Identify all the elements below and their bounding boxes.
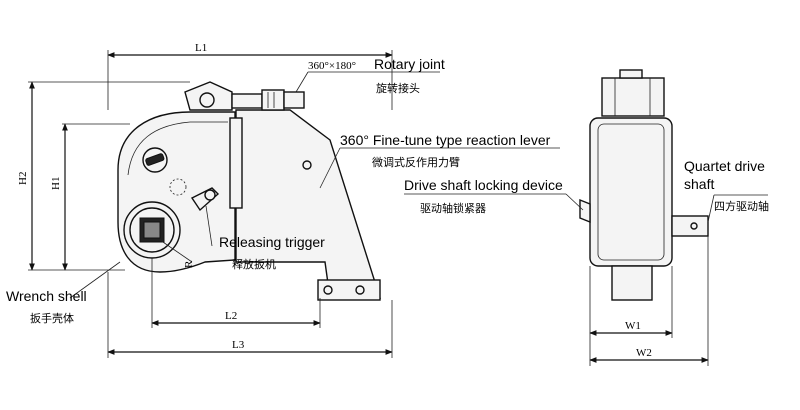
shell-knob bbox=[142, 147, 168, 173]
label-reaction-lever-cn: 微调式反作用力臂 bbox=[372, 155, 460, 169]
dim-l2: L2 bbox=[225, 310, 237, 322]
drive-socket bbox=[123, 201, 181, 259]
label-locking-device-cn: 驱动轴锁紧器 bbox=[420, 201, 486, 215]
label-releasing-trigger: Releasing trigger bbox=[219, 234, 325, 250]
label-quartet-drive-2: shaft bbox=[684, 176, 714, 192]
shell-shading bbox=[127, 121, 228, 176]
label-quartet-drive-1: Quartet drive bbox=[684, 158, 765, 174]
label-wrench-shell-cn: 扳手壳体 bbox=[30, 311, 74, 325]
dim-h2: H2 bbox=[17, 172, 29, 185]
releasing-trigger bbox=[190, 187, 220, 212]
front-view: W1 W2 Drive shaft locking device 驱动轴锁紧器 … bbox=[404, 69, 769, 366]
side-view: L1 H2 H1 L2 L3 R 360°×180° Rotary joint … bbox=[6, 42, 560, 358]
label-rotary-joint-angle: 360°×180° bbox=[308, 60, 356, 72]
dim-r: R bbox=[183, 260, 195, 268]
lever-hole-2 bbox=[355, 285, 365, 295]
reaction-lever-mount bbox=[229, 117, 243, 209]
front-body bbox=[589, 117, 673, 267]
lever-foot bbox=[317, 279, 381, 301]
dim-w2: W2 bbox=[636, 347, 652, 359]
lever-hole-1 bbox=[323, 285, 333, 295]
label-releasing-trigger-cn: 释放扳机 bbox=[232, 257, 276, 271]
quartet-drive-shaft bbox=[671, 215, 709, 237]
label-rotary-joint: Rotary joint bbox=[374, 56, 445, 72]
gear-detail bbox=[169, 178, 187, 196]
dim-l1: L1 bbox=[195, 42, 207, 54]
label-reaction-lever: 360° Fine-tune type reaction lever bbox=[340, 132, 551, 148]
dim-l3: L3 bbox=[232, 339, 245, 351]
lever-screw bbox=[302, 160, 312, 170]
label-rotary-joint-cn: 旋转接头 bbox=[376, 81, 420, 95]
label-wrench-shell: Wrench shell bbox=[6, 288, 87, 304]
label-quartet-drive-cn: 四方驱动轴 bbox=[714, 199, 769, 213]
label-locking-device: Drive shaft locking device bbox=[404, 177, 563, 193]
dim-w1: W1 bbox=[625, 320, 641, 332]
dim-h1: H1 bbox=[50, 177, 62, 190]
rotary-joint bbox=[184, 81, 305, 111]
